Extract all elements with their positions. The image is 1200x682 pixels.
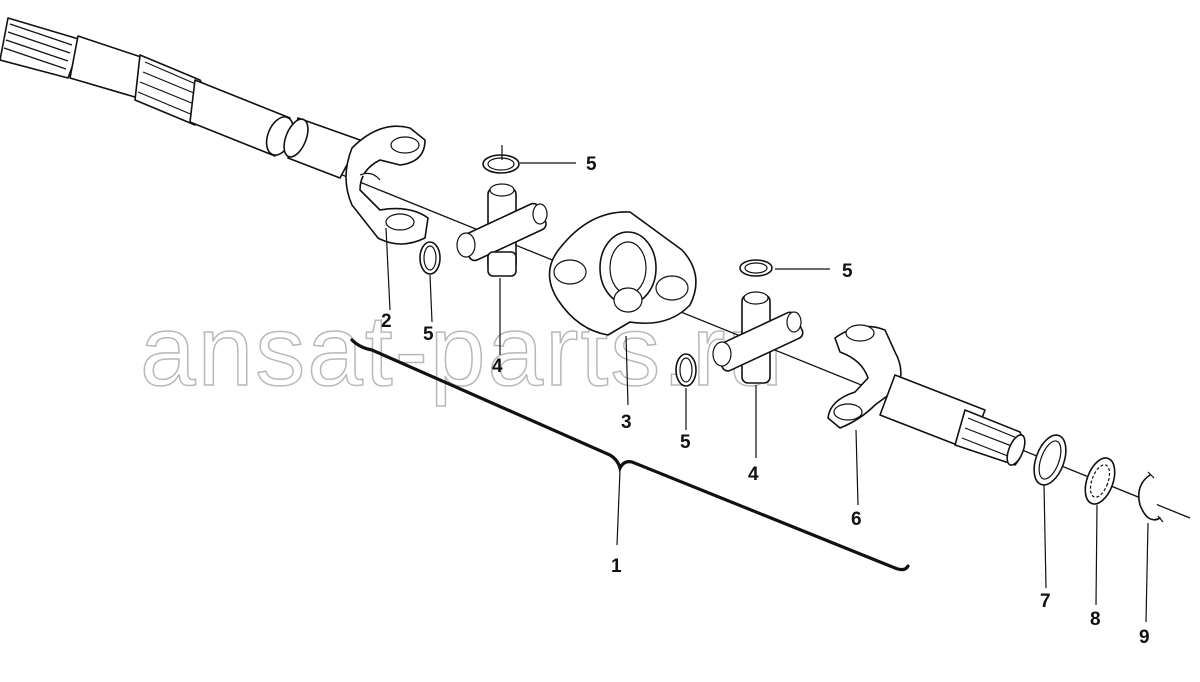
cross-right <box>712 291 804 384</box>
callout-5-top-left: 5 <box>586 154 597 175</box>
washer-7 <box>1033 434 1067 486</box>
yoke-right <box>827 324 1026 466</box>
callout-1: 1 <box>611 556 622 577</box>
callout-6: 6 <box>851 509 862 530</box>
snap-ring-side-right <box>675 353 697 387</box>
callout-5-side-left: 5 <box>423 324 434 345</box>
callout-5-side-right: 5 <box>680 432 691 453</box>
callout-2: 2 <box>381 311 392 332</box>
left-splined-shaft <box>0 17 361 179</box>
lock-washer-8 <box>1084 457 1116 505</box>
center-coupling-flange <box>548 211 697 336</box>
snap-ring-top-left <box>482 154 520 174</box>
callout-9: 9 <box>1139 627 1150 648</box>
callout-7: 7 <box>1040 591 1051 612</box>
callout-3: 3 <box>621 412 632 433</box>
cross-left <box>456 183 548 277</box>
assembly-brace <box>350 338 910 572</box>
yoke-left <box>345 125 429 245</box>
callout-5-top-right: 5 <box>842 261 853 282</box>
snap-ring-top-right <box>739 259 773 277</box>
callout-8: 8 <box>1090 609 1101 630</box>
callout-4-left: 4 <box>492 356 503 377</box>
snap-ring-side-left <box>419 241 441 275</box>
leader-lines <box>385 145 1149 623</box>
circlip-9 <box>1137 471 1164 523</box>
callout-4-right: 4 <box>748 464 759 485</box>
